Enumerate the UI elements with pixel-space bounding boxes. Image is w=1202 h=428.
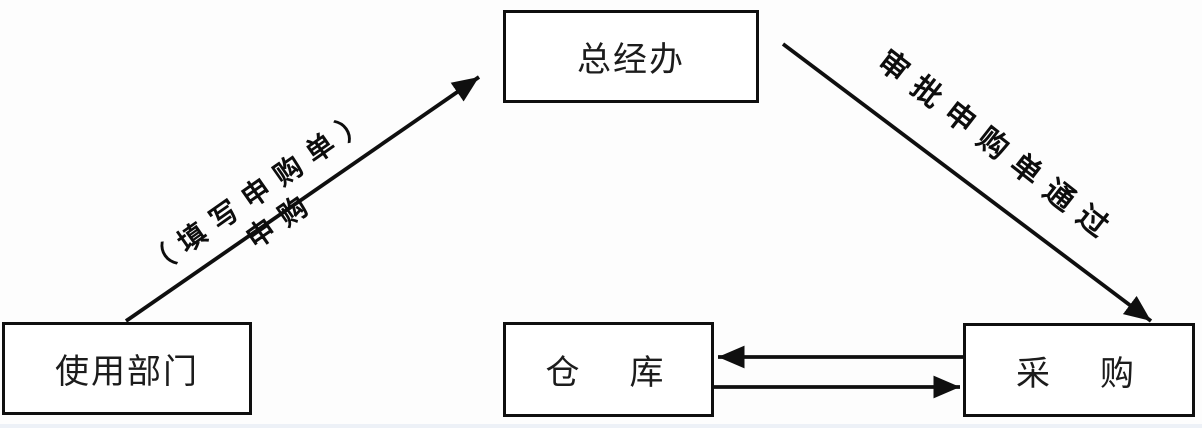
node-using-department-label: 使用部门 [55,354,199,391]
node-using-department: 使用部门 [2,322,252,415]
arrow-request-using-department-to-general-manager-office [124,75,481,323]
node-purchasing: 采 购 [963,323,1195,417]
node-warehouse-label: 仓 库 [545,355,672,392]
bottom-strip [0,424,1202,428]
arrow-approval-general-manager-office-to-purchasing [781,42,1153,323]
node-purchasing-label: 采 购 [1016,355,1142,393]
node-warehouse: 仓 库 [503,322,714,417]
node-general-manager-office: 总经办 [503,10,759,103]
node-general-manager-office-label: 总经办 [577,42,685,79]
